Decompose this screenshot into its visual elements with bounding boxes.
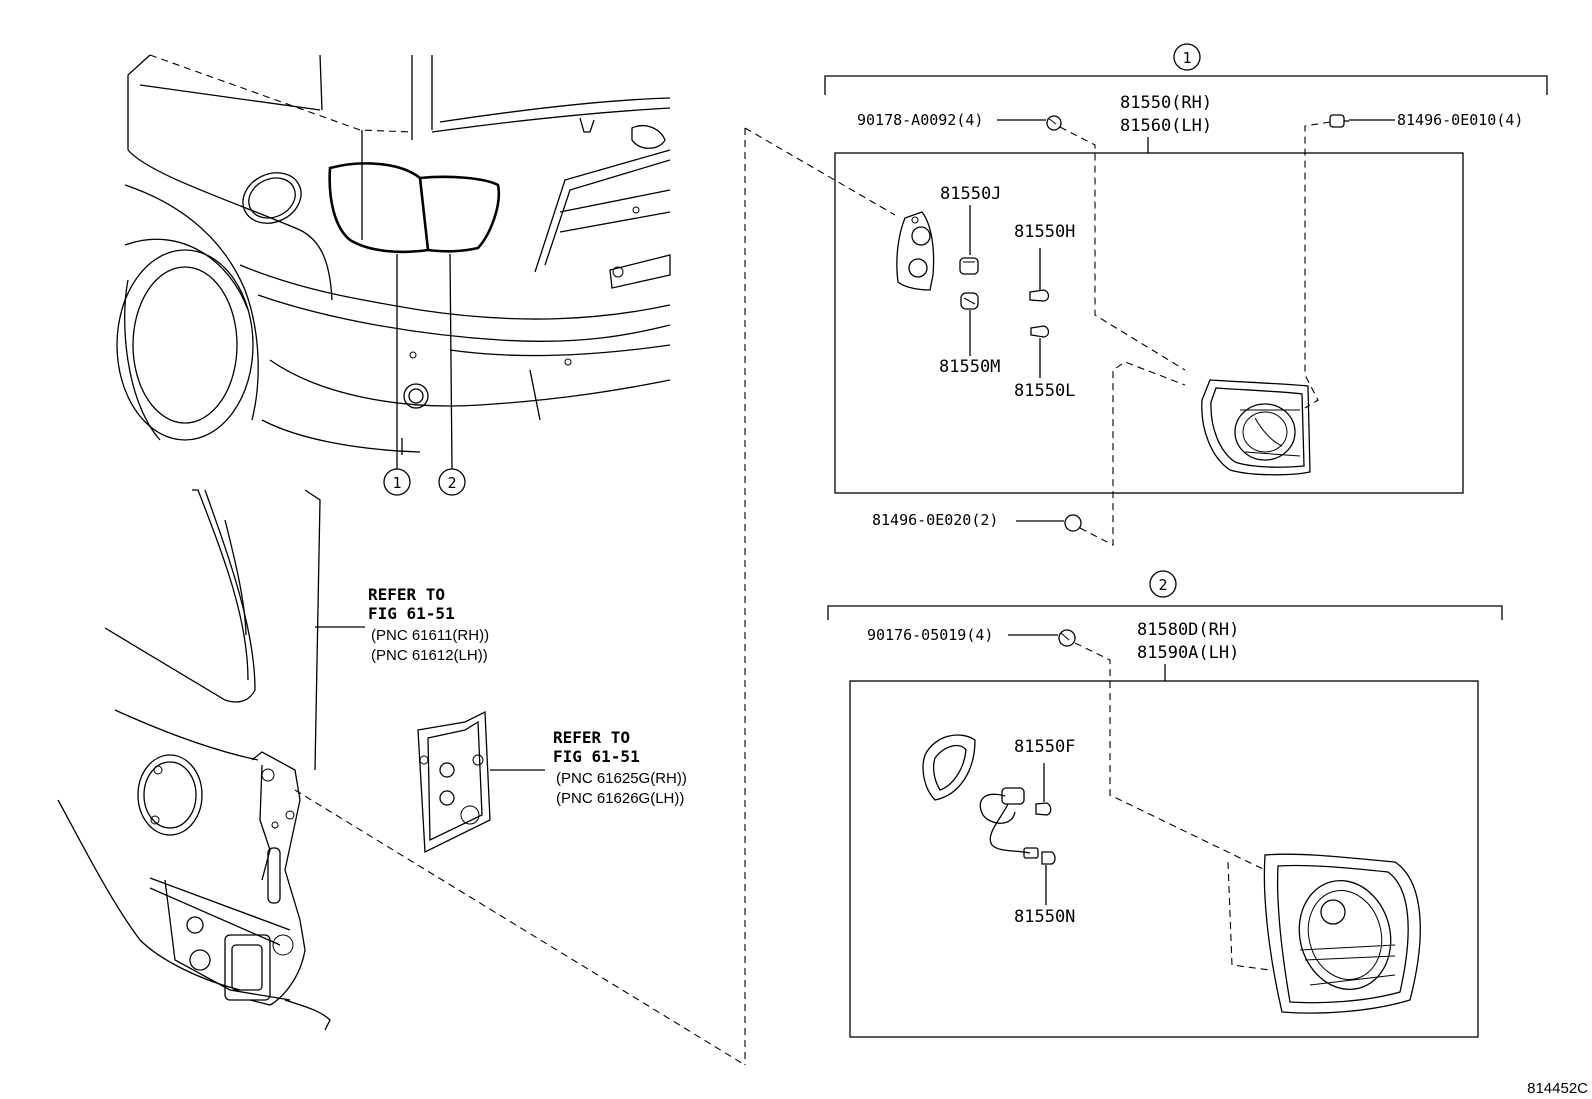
- bulb-n-icon: [1041, 851, 1056, 865]
- socket-harness-icon: [979, 787, 1039, 859]
- part-81550h: 81550H: [1014, 222, 1075, 242]
- bulb-h-icon: [1029, 289, 1050, 302]
- part-90176-05019: 90176-05019(4): [867, 626, 993, 644]
- assembly-2-rh: 81580D(RH): [1137, 620, 1239, 640]
- tail-lamp-assembly-1-icon: [1201, 379, 1311, 476]
- quarter-panel-illustration: [57, 489, 746, 1066]
- screw-icon: [1046, 115, 1062, 131]
- socket-icon: [959, 257, 979, 275]
- refer-inner-line2: FIG 61-51: [553, 747, 640, 766]
- refer-inner-line1: REFER TO: [553, 728, 630, 747]
- part-81550f: 81550F: [1014, 737, 1075, 757]
- part-81496-0e020: 81496-0E020(2): [872, 511, 998, 529]
- refer-panel-pnc1: (PNC 61611(RH)): [371, 627, 489, 644]
- refer-inner-pnc1: (PNC 61625G(RH)): [556, 770, 687, 787]
- gasket-2-icon: [922, 734, 976, 801]
- refer-inner-pnc2: (PNC 61626G(LH)): [556, 790, 684, 807]
- refer-panel-note: REFER TO FIG 61-51 (PNC 61611(RH)) (PNC …: [368, 585, 489, 664]
- part-90178-a0092: 90178-A0092(4): [857, 111, 983, 129]
- part-81496-0e010: 81496-0E010(4): [1397, 111, 1523, 129]
- screw-2-icon: [1058, 629, 1076, 647]
- figure-id: 814452C: [1527, 1080, 1588, 1097]
- assembly-2-frame: [849, 680, 1479, 1038]
- refer-panel-pnc2: (PNC 61612(LH)): [371, 647, 488, 664]
- tail-lamp-assembly-2-icon: [1263, 853, 1421, 1014]
- gasket-plate-icon: [896, 211, 935, 291]
- assembly-1: 1 81550(RH) 81560(LH) 90178-A0092(4) 814…: [824, 43, 1548, 546]
- assembly-1-rh: 81550(RH): [1120, 93, 1212, 113]
- refer-panel-line1: REFER TO: [368, 585, 445, 604]
- part-81550m: 81550M: [939, 357, 1000, 377]
- callout-2-vehicle: 2: [447, 474, 456, 492]
- socket-m-icon: [960, 292, 979, 310]
- refer-panel-line2: FIG 61-51: [368, 604, 455, 623]
- clip-icon: [1329, 114, 1345, 128]
- assembly-1-frame: [834, 152, 1464, 494]
- part-81550l: 81550L: [1014, 381, 1075, 401]
- assembly-1-callout: 1: [1182, 49, 1191, 67]
- bulb-f-icon: [1035, 802, 1052, 816]
- part-81550n: 81550N: [1014, 907, 1075, 927]
- clip-bottom-icon: [1064, 514, 1082, 532]
- assembly-2: 2 81580D(RH) 81590A(LH) 90176-05019(4) 8…: [827, 570, 1503, 1038]
- assembly-1-lh: 81560(LH): [1120, 116, 1212, 136]
- callout-1-vehicle: 1: [392, 474, 401, 492]
- part-81550j: 81550J: [940, 184, 1001, 204]
- refer-inner-note: REFER TO FIG 61-51 (PNC 61625G(RH)) (PNC…: [553, 728, 687, 807]
- assembly-2-lh: 81590A(LH): [1137, 643, 1239, 663]
- vehicle-rear-illustration: 1 2: [116, 54, 671, 496]
- assembly-2-callout: 2: [1158, 576, 1167, 594]
- inner-panel-illustration: [417, 710, 545, 854]
- bulb-l-icon: [1030, 325, 1050, 338]
